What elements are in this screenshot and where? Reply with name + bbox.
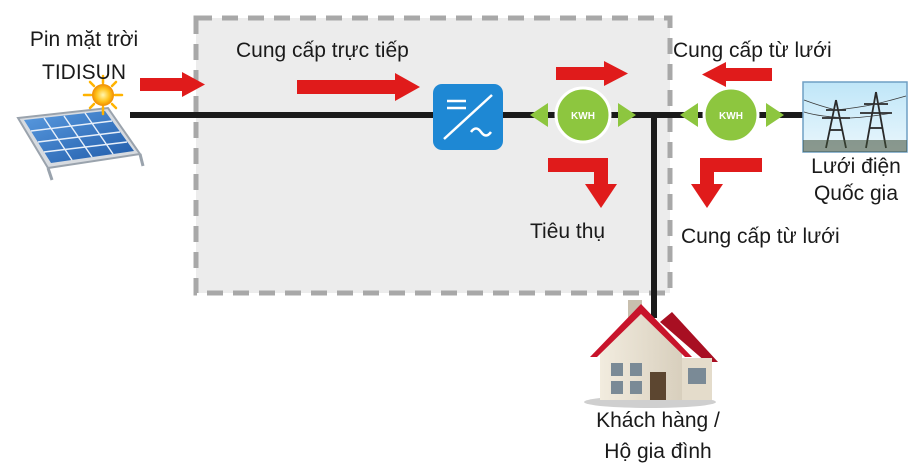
direct-supply-label: Cung cấp trực tiếp [236, 39, 409, 62]
sun-icon [82, 74, 124, 116]
solar-panel-label: Pin mặt trời TIDISUN [6, 26, 162, 86]
customer-line1: Khách hàng / [596, 409, 720, 432]
inverter-icon [433, 84, 503, 150]
export-arrow [556, 61, 628, 86]
solar-label-line1: Pin mặt trời [29, 28, 139, 51]
kwh-meter-1: KWH [530, 86, 636, 144]
national-grid-line1: Lưới điện [811, 155, 901, 178]
consumption-label: Tiêu thụ [530, 220, 606, 243]
customer-label: Khách hàng / Hộ gia đình [548, 407, 768, 465]
meter-1-label: KWH [571, 111, 595, 122]
grid-supply-bottom-label: Cung cấp từ lưới [681, 225, 840, 248]
solar-label-line2: TIDISUN [42, 61, 126, 84]
direct-supply-arrow [297, 73, 420, 101]
system-zone [193, 15, 673, 296]
solar-panel-icon [16, 106, 145, 181]
house-icon [584, 300, 718, 408]
grid-supply-top-label: Cung cấp từ lưới [673, 39, 832, 62]
consumption-arrow [548, 158, 617, 208]
customer-line2: Hộ gia đình [604, 440, 712, 463]
grid-import-arrow-top [702, 62, 772, 87]
national-grid-label: Lưới điện Quốc gia [792, 153, 920, 207]
grid-import-arrow-bottom [691, 158, 762, 208]
meter-2-label: KWH [719, 111, 743, 122]
national-grid-line2: Quốc gia [813, 182, 899, 205]
kwh-meter-2: KWH [680, 86, 784, 144]
solar-input-arrow [140, 72, 205, 97]
power-tower-icon [802, 81, 908, 153]
